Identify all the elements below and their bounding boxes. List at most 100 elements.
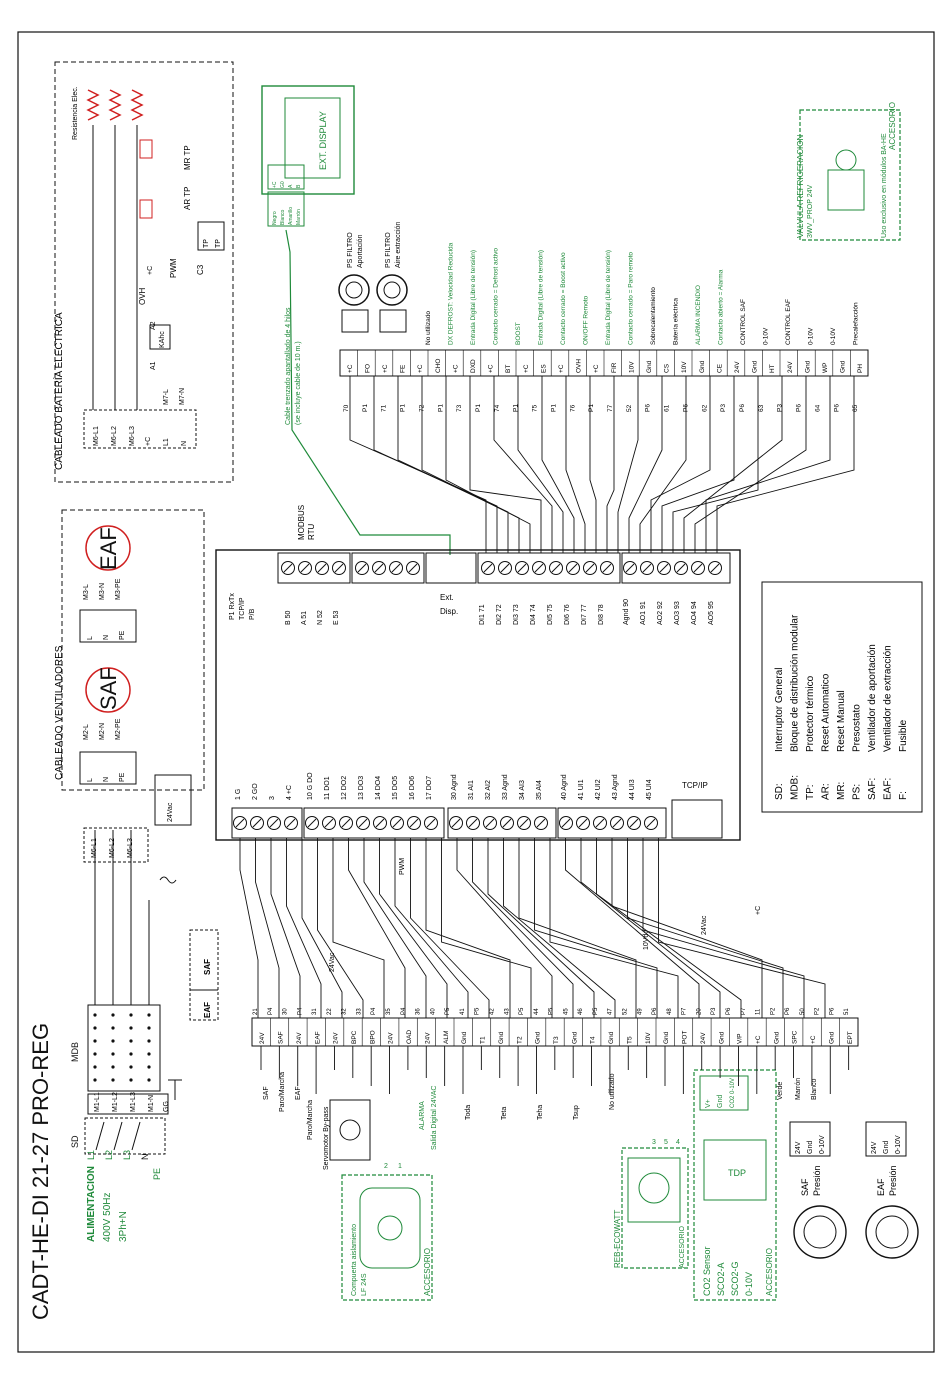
ai-screw-2: [483, 816, 497, 830]
top-number-14: 77: [607, 404, 614, 412]
do-screw-3: [356, 816, 370, 830]
do-screw-slot-5: [392, 818, 402, 828]
top-terminal-6: +C: [452, 364, 459, 373]
top-number-5: P1: [437, 404, 444, 412]
di2-screw-slot-1: [500, 563, 510, 573]
top-terminal-2: +C: [382, 364, 389, 373]
tp-box: [197, 221, 225, 251]
ao-pin-3: AO3 93: [674, 601, 681, 625]
saf-m2-l: M2-L: [83, 724, 90, 740]
battery-section: CABLEADO BATERÍA ELECTRICA Resistencia E…: [52, 61, 234, 483]
ui-pin-1: 41 UI1: [578, 779, 585, 800]
modbus-pb: P/B: [249, 608, 256, 620]
power-pin-3: 4 +C: [286, 785, 293, 800]
eaf-pressure-pin-gnd: Gnd: [883, 1141, 890, 1154]
top-terminal-11: ES: [540, 364, 547, 373]
ext-pin-a: A: [288, 184, 294, 188]
battery-pwm: PWM: [169, 258, 178, 278]
co2-device: [703, 1139, 767, 1201]
modbus-screw-slot-3: [334, 563, 344, 573]
eaf-pressure-name: EAF: [876, 1178, 886, 1196]
bottom-terminal-20: T5: [626, 1036, 633, 1044]
top-terminal-28: Gnd: [840, 360, 847, 373]
ps-filters: PS FILTRO Aportación PS FILTRO Aire extr…: [338, 222, 408, 333]
power-block: [231, 807, 303, 839]
bottom-terminal-11: Gnd: [461, 1031, 468, 1044]
bottom-number-33: P7: [741, 1007, 747, 1015]
valve-body: [835, 149, 857, 171]
bottom-wire-25: [286, 838, 322, 1018]
ext-display-cable: [285, 229, 451, 555]
tcpip-port: [671, 799, 723, 839]
ai-screw-slot-4: [519, 818, 529, 828]
bottom-terminal-2: 24V: [296, 1032, 303, 1044]
bottom-terminal-0: 24V: [259, 1032, 266, 1044]
bottom-number-10: P4: [401, 1007, 407, 1015]
bottom-terminal-17: Gnd: [571, 1031, 578, 1044]
diagram-title: CADT-HE-DI 21-27 PRO-REG: [28, 1023, 53, 1320]
ao-screw-4: [691, 561, 705, 575]
legend-key-7: EAF:: [883, 778, 894, 800]
ao-pin-1: AO1 91: [640, 601, 647, 625]
eaf-pressure-pin-24v: 24V: [871, 1141, 878, 1154]
supply-input-n: N: [140, 1154, 150, 1161]
ui-screw-slot-3: [612, 818, 622, 828]
thermostat-mr: [139, 139, 153, 159]
ui-pin-5: 45 UI4: [646, 779, 653, 800]
t-sup-label: Tsup: [573, 1105, 580, 1120]
bottom-terminal-13: Gnd: [498, 1031, 505, 1044]
di1-screw-slot-3: [408, 563, 418, 573]
ps-filtro-extraccion-sub: Aire extracción: [395, 222, 402, 268]
compuerta-box: [341, 1174, 433, 1301]
ao-screw-5: [708, 561, 722, 575]
saf-pressure-pins: [789, 1121, 831, 1157]
mdb-block: [87, 1004, 161, 1092]
bottom-wire-35: [441, 838, 532, 1018]
battery-plusc: +C: [147, 266, 154, 275]
top-number-1: P1: [362, 404, 369, 412]
ao-block: [621, 552, 731, 584]
di2-screw-slot-4: [551, 563, 561, 573]
top-number-15: 52: [626, 404, 633, 412]
ecowatt-pin-3: 3: [652, 1139, 656, 1146]
tp-label-1: TP: [203, 239, 210, 248]
do-screw-7: [424, 816, 438, 830]
bottom-terminal-4: 24V: [333, 1032, 340, 1044]
modbus-pin-1: A 51: [301, 611, 308, 625]
bottom-wire-23: [255, 838, 280, 1018]
saf-pressure-name: SAF: [800, 1178, 810, 1196]
compuerta-accessory: Compuerta aislamiento LF 24S ACCESORIO 2…: [341, 1163, 433, 1301]
bottom-number-26: 49: [637, 1008, 643, 1015]
di2-screw-slot-0: [483, 563, 493, 573]
bottom-terminal-24: 24V: [700, 1032, 707, 1044]
alarma-label: ALARMA: [419, 1101, 426, 1130]
legend-value-4: Reset Manual: [836, 690, 847, 752]
top-terminal-14: +C: [593, 364, 600, 373]
top-description-14: CONTROL SAF: [740, 299, 747, 345]
battery-term-plusc: +C: [145, 437, 152, 446]
bottom-terminal-12: T1: [480, 1036, 487, 1044]
eaf-motor-circle: [85, 525, 131, 571]
ext-display-connector: [267, 164, 305, 190]
m6-l1-label: M6-L1: [91, 838, 98, 858]
do-screw-slot-6: [409, 818, 419, 828]
ui-pin-4: 44 UI3: [629, 779, 636, 800]
top-wire-5: [469, 376, 542, 553]
mdb-terminal-m1-n: M1-N: [148, 1095, 155, 1112]
top-description-2: Entrada Digital (Libre de tensión): [470, 250, 477, 345]
ps-filtro-aportacion-name: PS FILTRO: [347, 232, 354, 268]
ao-screw-slot-4: [693, 563, 703, 573]
bottom-wire-38: [487, 838, 595, 1018]
eaf-pressure-gauge: [865, 1205, 919, 1259]
do-screw-slot-0: [307, 818, 317, 828]
pressure-sensors: 24V Gnd 0-10V SAF Presión 24V Gnd 0-10V …: [789, 1121, 919, 1259]
co2-range: 0-10V: [744, 1272, 754, 1296]
co2-pin-v: V+: [705, 1099, 712, 1108]
top-number-0: 70: [343, 404, 350, 412]
compuerta-name: Compuerta aislamiento: [351, 1224, 358, 1296]
compuerta-pin-2: 2: [384, 1163, 388, 1170]
bottom-wire-47: [627, 838, 784, 1018]
top-description-5: Entrada Digital (Libre de tensión): [538, 250, 545, 345]
